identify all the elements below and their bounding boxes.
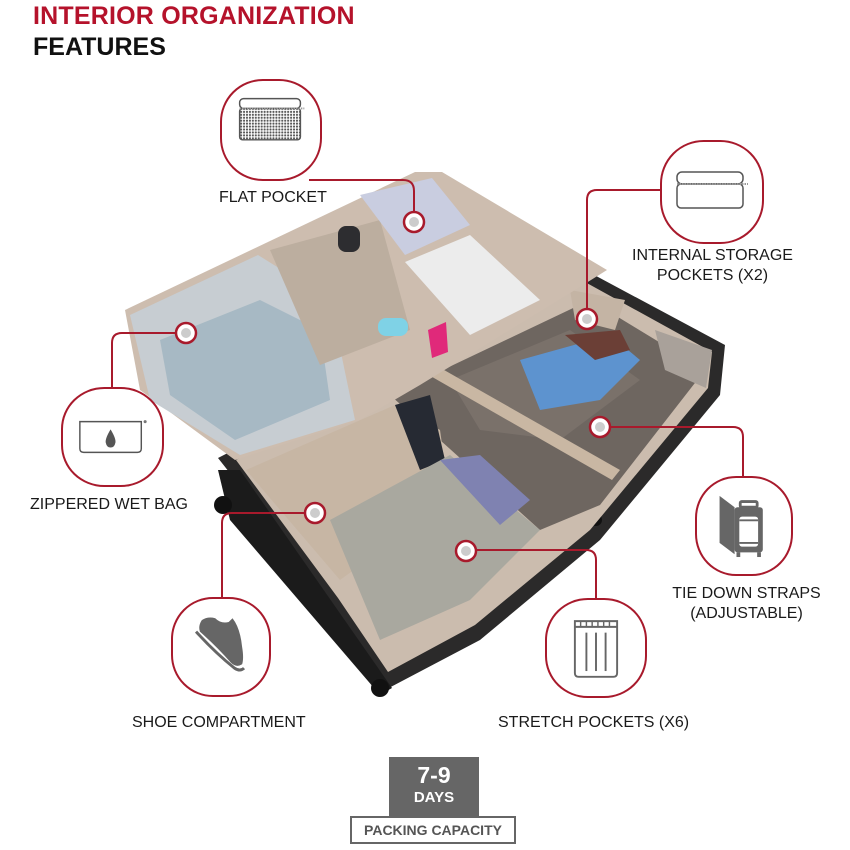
wet-bag-label: ZIPPERED WET BAG xyxy=(30,496,188,513)
internal-storage-badge xyxy=(660,140,764,244)
open-suitcase-icon xyxy=(719,495,763,558)
capacity-badge: 7-9 DAYS xyxy=(389,757,479,817)
hotspot-markers xyxy=(174,210,612,563)
flat-pocket-badge xyxy=(220,79,322,181)
label-line2: (ADJUSTABLE) xyxy=(690,605,803,622)
water-drop-bag-icon xyxy=(79,420,147,454)
tie-down-straps-badge xyxy=(695,476,793,576)
zipper-pouch-icon xyxy=(676,171,748,209)
capacity-unit: DAYS xyxy=(413,789,455,806)
stretch-pockets-label: STRETCH POCKETS (X6) xyxy=(498,714,690,731)
stretch-pockets-badge xyxy=(545,598,647,698)
page-subtitle: FEATURES xyxy=(33,33,166,61)
shoe-icon xyxy=(194,617,246,672)
label-line2: POCKETS (X2) xyxy=(656,267,769,284)
wet-bag-badge xyxy=(61,387,164,487)
shoe-compartment-badge xyxy=(171,597,271,697)
page-title: INTERIOR ORGANIZATION xyxy=(33,2,355,30)
shoe-compartment-label: SHOE COMPARTMENT xyxy=(132,714,306,731)
capacity-label: PACKING CAPACITY xyxy=(350,816,516,844)
capacity-range: 7-9 xyxy=(417,762,451,788)
stretch-pocket-icon xyxy=(573,620,619,678)
label-line1: TIE DOWN STRAPS xyxy=(672,585,821,602)
label-line1: INTERNAL STORAGE xyxy=(632,247,793,264)
tie-down-straps-label: TIE DOWN STRAPS (ADJUSTABLE) xyxy=(664,584,829,624)
flat-pocket-label: FLAT POCKET xyxy=(219,189,327,206)
internal-storage-label: INTERNAL STORAGE POCKETS (X2) xyxy=(630,246,795,286)
mesh-pocket-icon xyxy=(238,97,305,141)
